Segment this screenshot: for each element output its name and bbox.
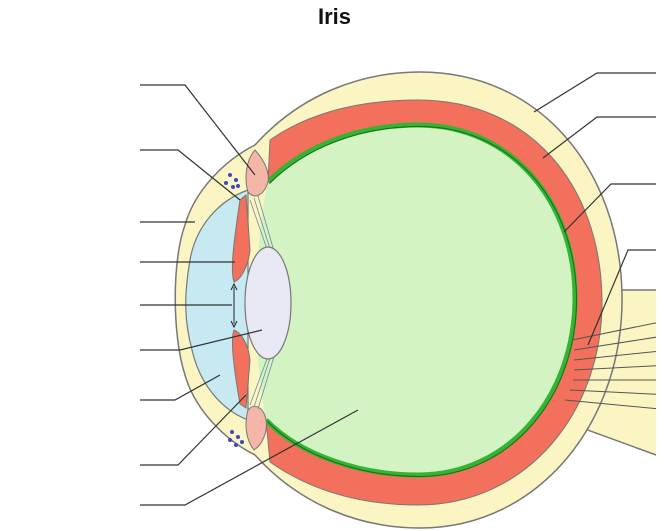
label-leaders-right [533,72,656,346]
retina [264,122,578,478]
leader-line-r2 [542,116,656,159]
leader-line-r1 [533,72,656,113]
leader-line-1 [140,84,256,176]
lens [244,246,292,360]
retina-outline [267,125,578,478]
leader-line-8 [140,394,247,466]
optic-nerve [564,322,656,410]
leader-line-2 [140,149,241,201]
pupil-arrow [230,282,238,329]
zonular-fibers [249,195,277,410]
canal-dots-upper [224,173,240,189]
leader-line-9 [140,409,359,506]
label-leaders-left [140,84,359,506]
leader-line-6 [140,329,263,351]
leader-line-7 [140,374,221,401]
leader-line-r3 [563,183,656,233]
leader-line-r4 [587,249,656,346]
ciliary-body-upper [245,149,269,197]
iris-upper [231,193,251,283]
canal-dots-lower [228,430,244,447]
diagram-title: Iris [317,4,352,29]
vitreous-body [255,125,576,475]
